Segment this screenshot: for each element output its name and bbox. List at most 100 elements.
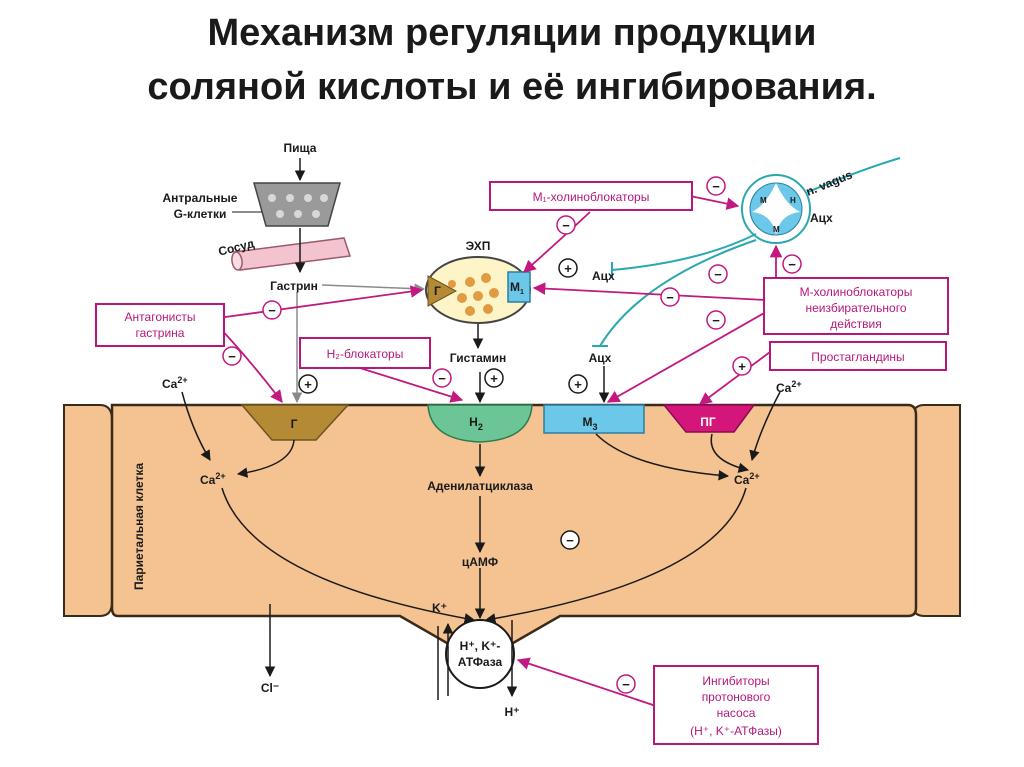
pump-label-1: H⁺, K⁺- bbox=[460, 639, 501, 653]
svg-text:−: − bbox=[566, 533, 574, 548]
box-proton-pump-inhibitors: Ингибиторы протонового насоса (H⁺, K⁺-АТ… bbox=[653, 665, 819, 745]
svg-text:(H⁺, K⁺-АТФазы): (H⁺, K⁺-АТФазы) bbox=[690, 724, 782, 738]
svg-text:−: − bbox=[622, 677, 630, 692]
svg-text:−: − bbox=[268, 303, 276, 318]
sign-circles: − − − − − − − − − + + + + + − − bbox=[222, 176, 802, 694]
svg-text:−: − bbox=[712, 313, 720, 328]
box-m1-blockers: М₁-холиноблокаторы bbox=[489, 181, 693, 211]
minus-sign-h2: − bbox=[432, 368, 452, 388]
ca-left-mid-label: Ca2+ bbox=[200, 471, 226, 487]
svg-text:+: + bbox=[574, 377, 582, 392]
node-m1-label: М bbox=[760, 196, 767, 205]
ach-label-ecl: Ацх bbox=[592, 269, 615, 283]
ca-right-top-label: Ca2+ bbox=[776, 379, 802, 395]
box-h2-blockers: Н₂-блокаторы bbox=[299, 337, 431, 369]
svg-text:−: − bbox=[438, 371, 446, 386]
ecl-m1-receptor-label: М1 bbox=[510, 280, 524, 296]
receptor-pg-label: ПГ bbox=[700, 415, 716, 429]
black-arrows bbox=[181, 158, 781, 700]
svg-text:неизбирательного: неизбирательного bbox=[805, 301, 906, 315]
plus-sign-histamine: + bbox=[484, 368, 504, 388]
ach-label-m3: Ацх bbox=[589, 351, 612, 365]
adenylate-label: Аденилатциклаза bbox=[427, 479, 533, 493]
camp-label: цАМФ bbox=[462, 555, 498, 569]
vagus-label: n. vagus bbox=[804, 167, 855, 198]
receptor-m3: М3 bbox=[543, 404, 645, 434]
svg-text:М₁-холиноблокаторы: М₁-холиноблокаторы bbox=[533, 190, 650, 204]
svg-text:−: − bbox=[666, 290, 674, 305]
minus-sign-m3: − bbox=[706, 310, 726, 330]
title-line-1: Механизм регуляции продукции bbox=[207, 12, 817, 54]
food-label: Пища bbox=[284, 141, 317, 155]
vagus-node: М Н М bbox=[741, 174, 811, 244]
minus-sign-node: − bbox=[706, 176, 726, 196]
blood-vessel bbox=[231, 237, 352, 271]
minus-sign-vagus: − bbox=[708, 264, 728, 284]
box-prostaglandins: Простагландины bbox=[769, 341, 947, 371]
cl-minus-label: Cl⁻ bbox=[261, 681, 279, 695]
ecl-cell: Г М1 bbox=[425, 256, 531, 324]
antral-label-2: G-клетки bbox=[174, 207, 227, 221]
svg-text:насоса: насоса bbox=[717, 706, 756, 720]
gastrin-label: Гастрин bbox=[270, 279, 318, 293]
minus-sign-ppi: − bbox=[616, 674, 636, 694]
cell-left-neighbor bbox=[63, 404, 113, 617]
receptor-m3-label: М3 bbox=[582, 415, 597, 432]
svg-text:Простагландины: Простагландины bbox=[811, 350, 904, 364]
svg-text:+: + bbox=[490, 371, 498, 386]
title-line-2: соляной кислоты и её ингибирования. bbox=[147, 66, 877, 108]
ach-label-node: Ацх bbox=[810, 211, 833, 225]
receptor-pg: ПГ bbox=[662, 404, 756, 433]
cell-main-body bbox=[110, 403, 918, 664]
ca-left-top-label: Ca2+ bbox=[162, 375, 188, 391]
svg-text:−: − bbox=[714, 267, 722, 282]
svg-text:−: − bbox=[788, 257, 796, 272]
svg-text:Ингибиторы: Ингибиторы bbox=[702, 674, 769, 688]
svg-text:+: + bbox=[304, 377, 312, 392]
ecl-gastrin-receptor-label: Г bbox=[434, 284, 441, 298]
receptor-h2: Н2 bbox=[427, 404, 533, 443]
svg-text:+: + bbox=[564, 261, 572, 276]
minus-sign-ecl-m: − bbox=[660, 287, 680, 307]
box-m-nonselective: М-холиноблокаторы неизбирательного дейст… bbox=[763, 277, 949, 335]
plus-sign-gastrin: + bbox=[298, 374, 318, 394]
svg-text:−: − bbox=[562, 218, 570, 233]
minus-sign-gastrin-g: − bbox=[222, 346, 242, 366]
minus-sign-node-bottom: − bbox=[782, 254, 802, 274]
cell-name-label: Париетальная клетка bbox=[132, 463, 146, 590]
svg-text:действия: действия bbox=[830, 317, 881, 331]
svg-text:протонового: протонового bbox=[702, 690, 771, 704]
k-plus-label: K⁺ bbox=[432, 601, 447, 615]
svg-text:гастрина: гастрина bbox=[136, 326, 185, 340]
minus-sign-gastrin-ecl: − bbox=[262, 300, 282, 320]
inhibitor-arrows bbox=[217, 195, 783, 707]
receptor-h2-label: Н2 bbox=[469, 415, 483, 432]
receptor-gastrin: Г bbox=[240, 404, 350, 441]
minus-sign-m1: − bbox=[556, 215, 576, 235]
receptor-gastrin-label: Г bbox=[291, 417, 298, 431]
proton-pump: H⁺, K⁺- АТФаза bbox=[445, 619, 515, 689]
slide-title: Механизм регуляции продукции соляной кис… bbox=[0, 6, 1024, 114]
minus-sign-camp: − bbox=[560, 530, 580, 550]
h-plus-label: H⁺ bbox=[505, 705, 520, 719]
svg-text:Антагонисты: Антагонисты bbox=[125, 310, 196, 324]
ca-right-mid-label: Ca2+ bbox=[734, 471, 760, 487]
antral-label-1: Антральные bbox=[163, 191, 238, 205]
node-m1b-label: М bbox=[773, 225, 780, 234]
plus-sign-ach-ecl: + bbox=[558, 258, 578, 278]
parietal-cell bbox=[63, 403, 961, 664]
box-gastrin-antagonists: Антагонисты гастрина bbox=[95, 303, 225, 347]
ecl-label: ЭХП bbox=[466, 239, 491, 253]
vagus-nerves bbox=[592, 157, 901, 347]
plus-sign-prostaglandin: + bbox=[732, 356, 752, 376]
node-h-label: Н bbox=[790, 196, 796, 205]
plus-sign-ach-m3: + bbox=[568, 374, 588, 394]
svg-text:−: − bbox=[228, 349, 236, 364]
svg-text:Н₂-блокаторы: Н₂-блокаторы bbox=[327, 347, 404, 361]
histamine-label: Гистамин bbox=[450, 351, 507, 365]
cell-right-neighbor bbox=[911, 404, 961, 617]
svg-text:−: − bbox=[712, 179, 720, 194]
labels: Пища Антральные G-клетки Сосуд Гастрин Э… bbox=[132, 141, 855, 719]
pump-label-2: АТФаза bbox=[458, 655, 503, 669]
